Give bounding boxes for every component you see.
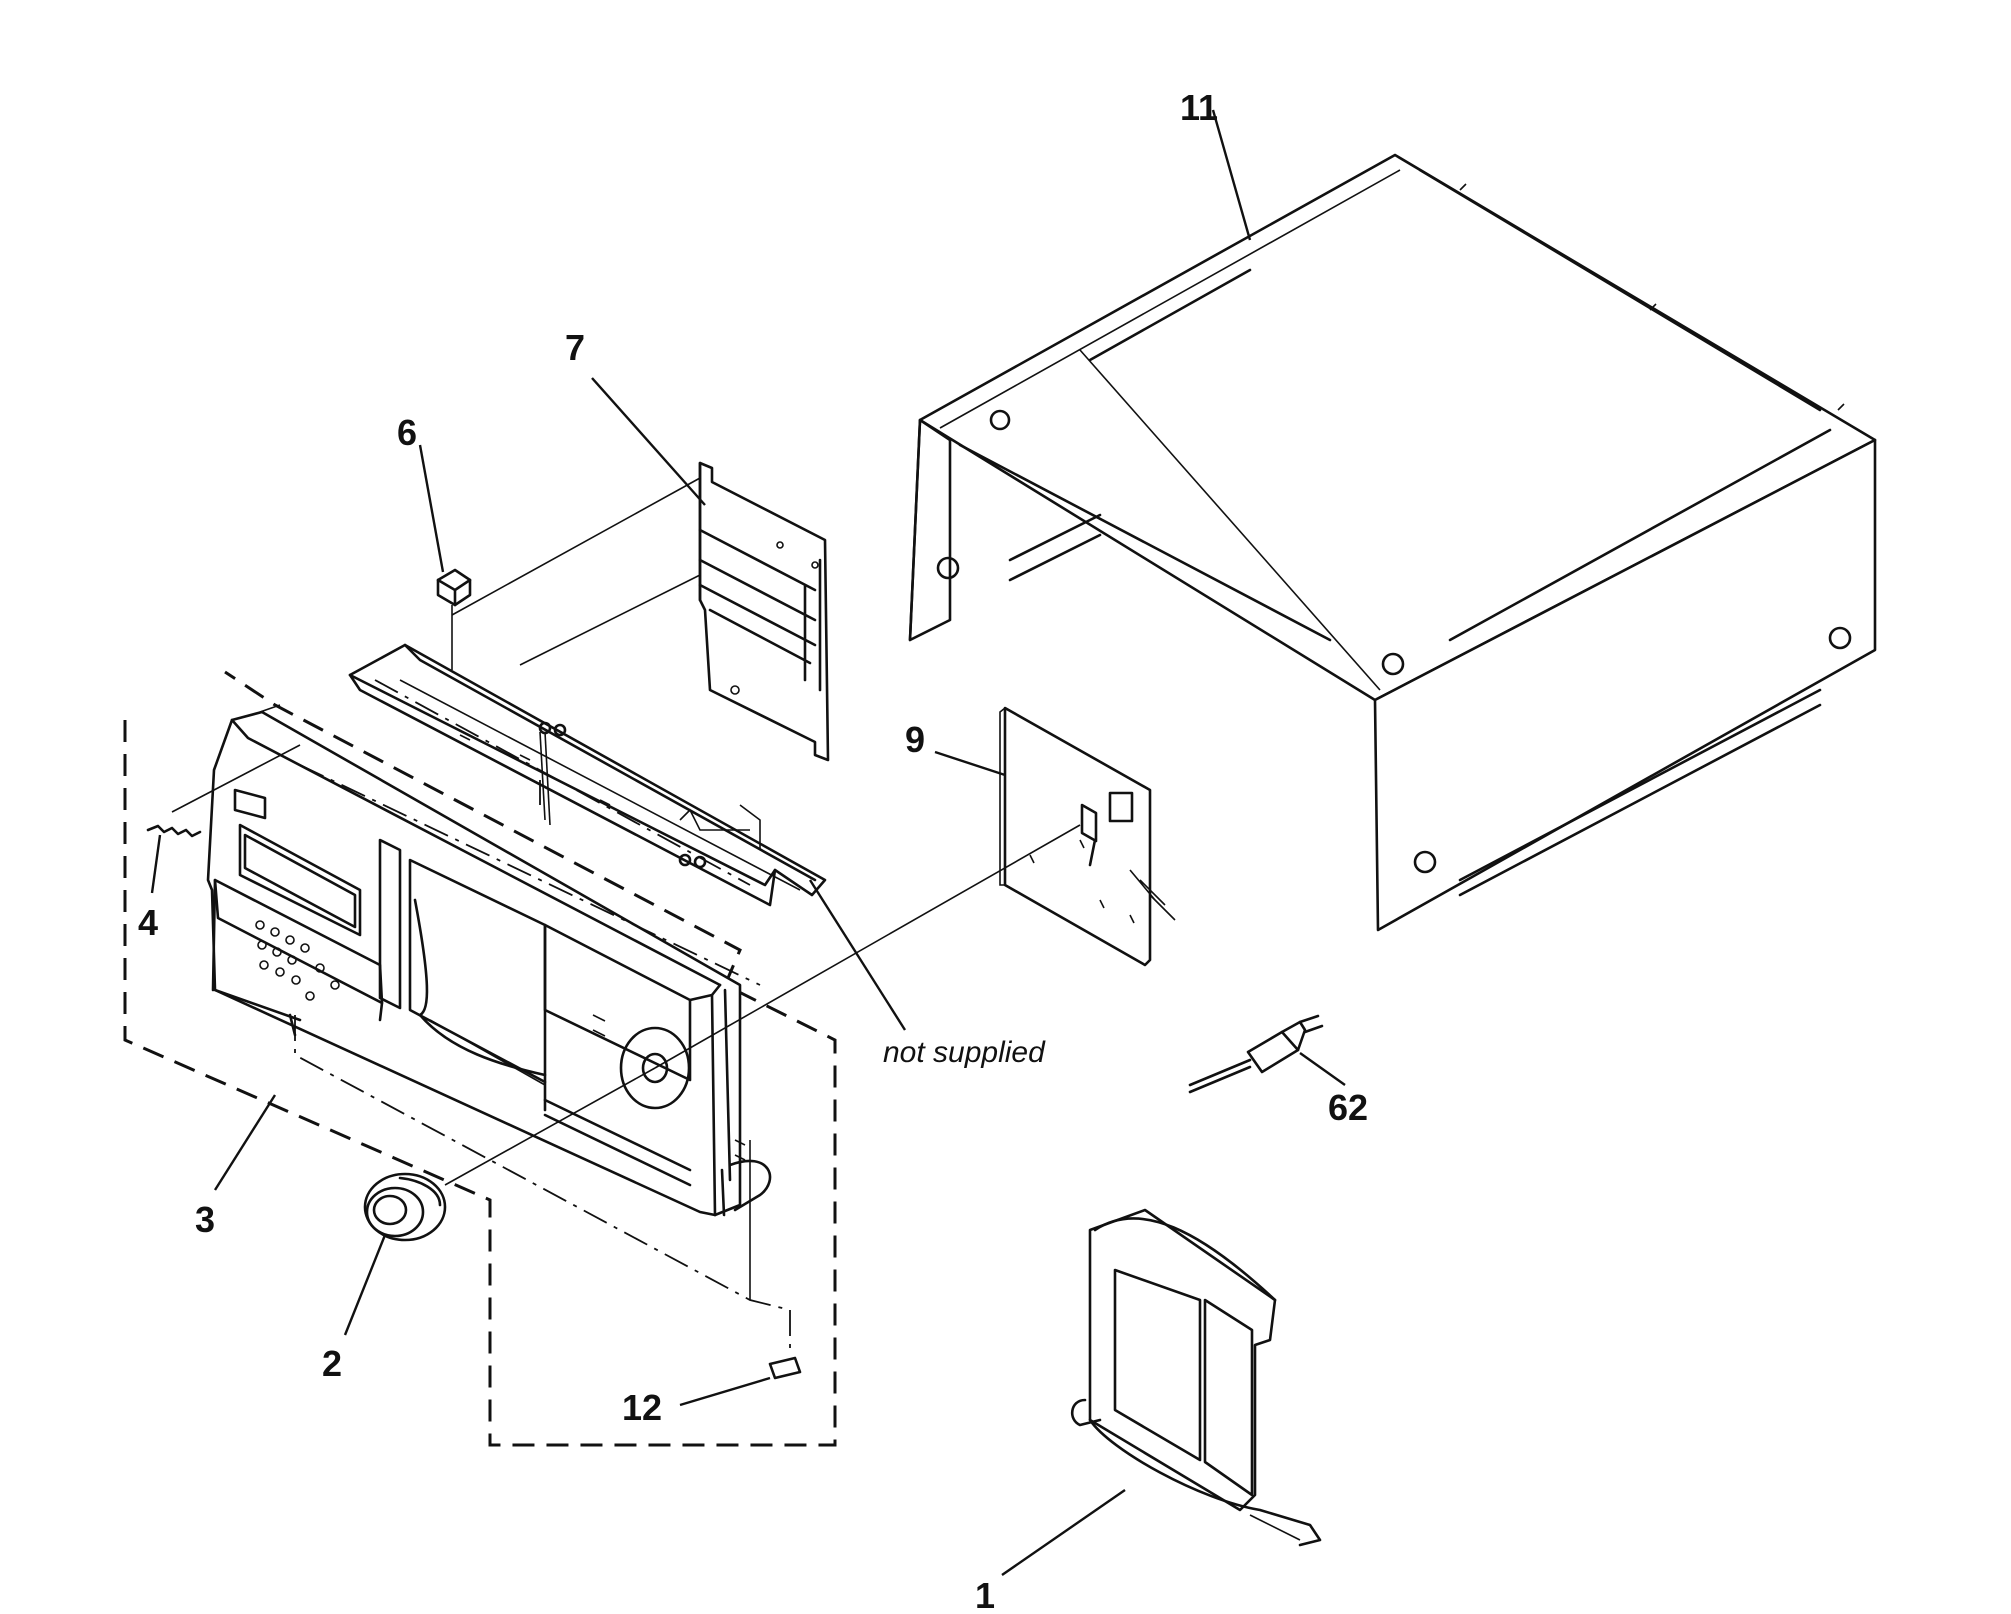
callout-12: 12 xyxy=(622,1387,662,1428)
callout-3: 3 xyxy=(195,1199,215,1240)
part-2-knob xyxy=(343,1172,447,1336)
part-3-front-panel xyxy=(206,704,772,1217)
part-11-top-cover xyxy=(908,109,1877,932)
callout-labels: 11 7 6 9 4 3 2 12 62 1 not supplied xyxy=(138,87,1368,1614)
callout-62: 62 xyxy=(1328,1087,1368,1128)
callout-11: 11 xyxy=(1180,87,1218,128)
callout-1: 1 xyxy=(975,1575,995,1614)
subchassis-not-supplied xyxy=(348,643,827,907)
part-7-bracket xyxy=(591,377,830,762)
part-1-door-cover xyxy=(1001,1208,1322,1576)
assembly-3-boundary xyxy=(123,670,837,1447)
note-not-supplied: not supplied xyxy=(883,1036,1046,1069)
part-12-foot-pad xyxy=(679,1356,802,1407)
part-9-pcb xyxy=(934,706,1176,967)
part-62-power-cord xyxy=(1188,1014,1346,1094)
part-4-spring xyxy=(146,824,202,894)
callout-6: 6 xyxy=(397,412,417,453)
alignment-lines xyxy=(171,477,1081,1355)
callout-7: 7 xyxy=(565,327,585,368)
callout-4: 4 xyxy=(138,902,158,943)
callout-2: 2 xyxy=(322,1343,342,1384)
callout-9: 9 xyxy=(905,719,925,760)
part-6-small-button xyxy=(418,444,472,670)
